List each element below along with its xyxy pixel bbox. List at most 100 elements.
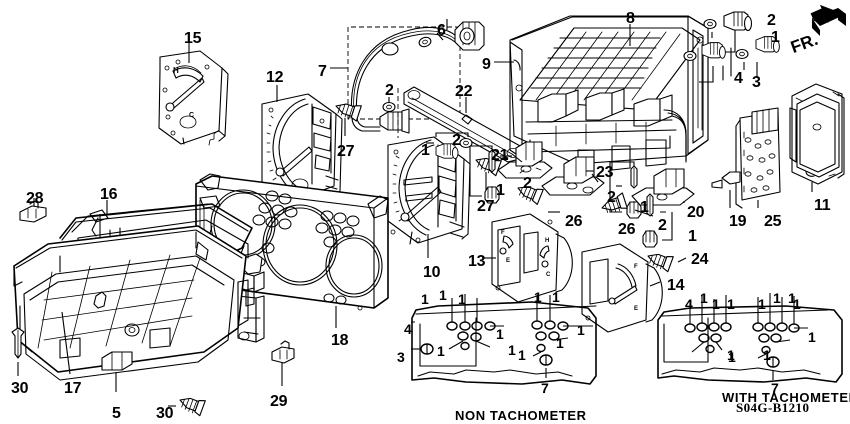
part-code-label: S04G-B1210 bbox=[736, 400, 810, 415]
callout-number: 22 bbox=[455, 83, 473, 100]
fastener-group-1-2-right bbox=[609, 161, 642, 219]
part-29-clip bbox=[271, 340, 295, 386]
callout-number: 1 bbox=[508, 342, 516, 358]
svg-text:C: C bbox=[189, 112, 194, 119]
svg-text:E: E bbox=[634, 306, 638, 312]
part-2-grommet-a bbox=[382, 97, 396, 113]
callout-number: 1 bbox=[577, 322, 585, 338]
callout-number: 1 bbox=[727, 347, 735, 363]
callout-number: 26 bbox=[565, 213, 583, 230]
callout-number: 1 bbox=[421, 291, 429, 307]
callout-number: 1 bbox=[496, 326, 504, 342]
callout-number: 1 bbox=[421, 142, 430, 159]
callout-number: 29 bbox=[270, 393, 288, 410]
diagram-caption: NON TACHOMETER bbox=[455, 408, 587, 423]
callout-number: 24 bbox=[691, 251, 709, 268]
pcb-non-tachometer bbox=[411, 294, 597, 385]
part-23-bulb-holder bbox=[541, 156, 605, 196]
fastener-group-1-2-mid bbox=[469, 145, 508, 204]
callout-number: 4 bbox=[734, 70, 743, 87]
svg-text:H: H bbox=[173, 66, 179, 75]
part-13-gauge-face: F E H C bbox=[482, 213, 573, 303]
callout-number: 13 bbox=[468, 253, 486, 270]
callout-number: 2 bbox=[658, 217, 667, 234]
callout-number: 1 bbox=[771, 29, 780, 46]
callout-number: 1 bbox=[534, 289, 542, 305]
svg-text:C: C bbox=[546, 272, 551, 278]
part-19-clip bbox=[711, 171, 741, 208]
callout-number: 1 bbox=[788, 290, 796, 306]
part-25-circuit-plate bbox=[735, 107, 781, 209]
callout-number: 26 bbox=[618, 221, 636, 238]
callout-number: 30 bbox=[11, 380, 29, 397]
callout-number: 17 bbox=[64, 380, 82, 397]
callout-number: 7 bbox=[771, 380, 779, 396]
part-28-clip bbox=[19, 198, 47, 223]
callout-number: 7 bbox=[318, 63, 327, 80]
callout-number: 27 bbox=[337, 143, 355, 160]
part-21-bulb-holder bbox=[497, 141, 553, 179]
fr-direction-arrow bbox=[810, 4, 846, 36]
part-11-rear-cover bbox=[789, 83, 845, 192]
callout-number: 16 bbox=[100, 186, 118, 203]
callout-number: 27 bbox=[477, 198, 495, 215]
callout-number: 2 bbox=[767, 12, 776, 29]
callout-number: 1 bbox=[518, 347, 526, 363]
part-5-cushion bbox=[101, 351, 133, 392]
part-17-lens-cover bbox=[13, 225, 255, 381]
callout-number: 7 bbox=[541, 380, 549, 396]
callout-number: 1 bbox=[556, 335, 564, 351]
callout-number: 5 bbox=[112, 405, 121, 422]
callout-number: 2 bbox=[452, 132, 461, 149]
callout-number: 18 bbox=[331, 332, 349, 349]
svg-text:E: E bbox=[506, 258, 510, 264]
callout-number: 15 bbox=[184, 30, 202, 47]
callout-number: 1 bbox=[458, 291, 466, 307]
part-14-gauge-face: F E bbox=[581, 243, 663, 333]
callout-number: 25 bbox=[764, 213, 782, 230]
callout-number: 21 bbox=[491, 147, 509, 164]
callout-number: 1 bbox=[727, 296, 735, 312]
fasteners-top-right bbox=[683, 11, 780, 83]
callout-number: 1 bbox=[700, 290, 708, 306]
part-30-screw-right bbox=[168, 391, 206, 417]
callout-number: 1 bbox=[712, 296, 720, 312]
callout-number: 4 bbox=[404, 321, 412, 337]
callout-number: 1 bbox=[496, 182, 505, 199]
part-10-meter-case bbox=[373, 136, 471, 258]
callout-number: 9 bbox=[482, 56, 491, 73]
callout-number: 12 bbox=[266, 69, 284, 86]
callout-number: 3 bbox=[752, 74, 761, 91]
callout-number: 3 bbox=[397, 349, 405, 365]
svg-text:F: F bbox=[501, 230, 505, 236]
callout-number: 10 bbox=[423, 264, 441, 281]
callout-number: 1 bbox=[688, 228, 697, 245]
callout-number: 2 bbox=[385, 82, 394, 99]
callout-number: 11 bbox=[814, 197, 831, 214]
part-27-screw-left bbox=[332, 97, 362, 136]
callout-number: 14 bbox=[667, 277, 685, 294]
fastener-group-24 bbox=[642, 193, 687, 273]
part-30-screw-left bbox=[11, 327, 25, 376]
callout-number: 30 bbox=[156, 405, 174, 422]
part-26-screw-a bbox=[514, 180, 560, 213]
svg-text:F: F bbox=[634, 264, 638, 270]
callout-number: 1 bbox=[808, 329, 816, 345]
callout-number: 2 bbox=[607, 189, 616, 206]
callout-number: 1 bbox=[437, 343, 445, 359]
callout-number: 1 bbox=[439, 287, 447, 303]
callout-number: 28 bbox=[26, 190, 44, 207]
fastener-group-1-2-upper bbox=[426, 132, 473, 160]
callout-number: 1 bbox=[793, 296, 801, 312]
part-27-screw-right bbox=[472, 151, 502, 192]
callout-number: 6 bbox=[437, 22, 446, 39]
callout-number: 8 bbox=[626, 10, 635, 27]
callout-number: 4 bbox=[685, 296, 693, 312]
callout-number: 20 bbox=[687, 204, 705, 221]
svg-text:H: H bbox=[545, 238, 549, 244]
callout-number: 2 bbox=[523, 175, 532, 192]
callout-number: 1 bbox=[640, 199, 649, 216]
diagram-caption: WITH TACHOMETER bbox=[722, 390, 850, 405]
